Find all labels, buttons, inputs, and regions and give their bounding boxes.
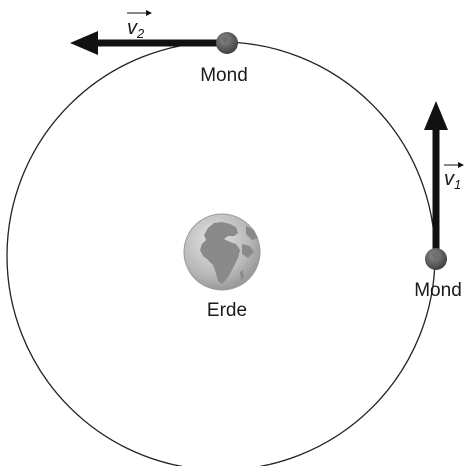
earth-label: Erde [207,300,247,321]
moon-right-icon [425,248,447,270]
moon-top-label: Mond [200,65,248,86]
moon-right-label: Mond [414,280,462,301]
moon-top-icon [216,32,238,54]
velocity-arrow-v2 [70,31,226,55]
vector-label-v1: v1 [444,162,464,192]
svg-text:v1: v1 [444,168,461,192]
earth-icon [184,214,260,290]
svg-text:v2: v2 [127,17,145,41]
vector-label-v2: v2 [127,10,152,41]
